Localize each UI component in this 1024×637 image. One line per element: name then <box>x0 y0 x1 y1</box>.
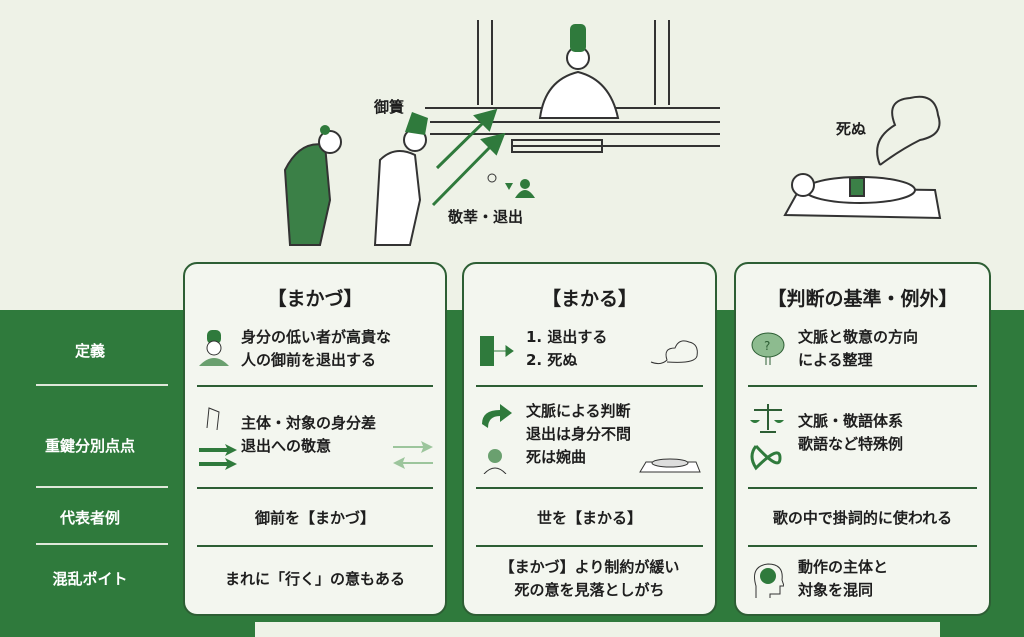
divider <box>36 384 168 386</box>
confusion-line: 死の意を見落としがち <box>514 581 665 599</box>
card-title: 【まかづ】 <box>267 288 363 310</box>
svg-text:?: ? <box>764 339 770 353</box>
cloud-icon <box>650 340 698 365</box>
definition-line: 文脈と敬意の方向 <box>798 328 919 346</box>
divider <box>748 487 977 489</box>
label-death: 死ぬ <box>836 120 867 138</box>
divider <box>36 543 168 545</box>
confusion-line: 【まかづ】より制約が緩い <box>499 558 680 576</box>
label-keihai: 敬莘・退出 <box>448 208 524 226</box>
confusion-text: まれに「行く」の意もある <box>224 570 405 588</box>
band-gap <box>255 622 940 637</box>
scale-and-knot-icon <box>750 404 784 471</box>
respect-arrows-icon <box>431 108 506 207</box>
card-makazu: 【まかづ】 身分の低い者が高貴な人の御前を退出する 主体・対象の身分差退出への敬… <box>183 262 447 616</box>
row-label-keypoints: 重鍵分別点点 <box>44 437 135 455</box>
row-label-example: 代表者例 <box>59 509 120 527</box>
bowing-woman-figure <box>283 125 342 246</box>
example-text: 世を【まかる】 <box>536 509 642 527</box>
divider <box>748 545 977 547</box>
dying-figure-on-futon <box>783 95 942 220</box>
definition-line: による整理 <box>798 351 873 369</box>
divider <box>197 385 433 387</box>
bow-to-noble-icon <box>487 173 535 198</box>
keypoint-line: 主体・対象の身分差 <box>241 414 377 432</box>
keypoint-line: 文脈・敬語体系 <box>798 412 904 430</box>
definition-line: 身分の低い者が高貴な <box>241 328 392 346</box>
divider <box>197 545 433 547</box>
keypoint-line: 歌語など特殊例 <box>798 435 904 453</box>
court-scene-illustration <box>283 20 942 246</box>
keypoint-line: 文脈による判断 <box>526 402 631 420</box>
keypoint-line: 退出は身分不問 <box>526 425 632 443</box>
card-title: 【まかる】 <box>541 288 637 310</box>
keypoint-line: 死は婉曲 <box>526 448 587 466</box>
divider <box>476 545 703 547</box>
card-title: 【判断の基準・例外】 <box>767 288 958 310</box>
definition-line: 人の御前を退出する <box>241 351 377 369</box>
example-text: 御前を【まかづ】 <box>254 509 375 527</box>
exit-door-icon <box>480 336 514 366</box>
noble-seated-figure <box>538 24 620 119</box>
card-criteria: 【判断の基準・例外】 ? 文脈と敬意の方向による整理 文脈・敬語体系歌語など特殊… <box>734 262 991 616</box>
divider <box>748 385 977 387</box>
keypoint-line: 退出への敬意 <box>241 437 332 455</box>
reverse-arrows-icon <box>393 441 433 469</box>
bowing-and-arrows-icon <box>199 407 237 470</box>
bowing-courtier-figure <box>373 112 428 246</box>
lying-figure-icon <box>639 458 701 473</box>
brain-question-icon: ? <box>751 332 785 365</box>
confusion-line: 対象を混同 <box>798 581 874 599</box>
divider <box>36 486 168 488</box>
example-text: 歌の中で掛詞的に使われる <box>772 509 953 527</box>
head-question-icon <box>754 563 784 598</box>
divider <box>476 487 703 489</box>
label-gokan: 御簀 <box>374 98 405 116</box>
palace-structure <box>425 20 720 153</box>
row-label-definition: 定義 <box>74 342 105 360</box>
definition-line: 1. 退出する <box>526 328 608 346</box>
confusion-line: 動作の主体と <box>798 558 889 576</box>
divider <box>197 487 433 489</box>
courtier-icon <box>199 330 229 366</box>
divider <box>476 385 703 387</box>
turn-arrow-and-worried-person-icon <box>482 404 512 474</box>
card-makaru: 【まかる】 1. 退出する 2. 死ぬ 文脈による判断退出は身分不問死は婉曲 世を… <box>462 262 717 616</box>
row-label-confusion: 混乱ポイト <box>52 570 128 588</box>
definition-line: 2. 死ぬ <box>526 351 578 369</box>
